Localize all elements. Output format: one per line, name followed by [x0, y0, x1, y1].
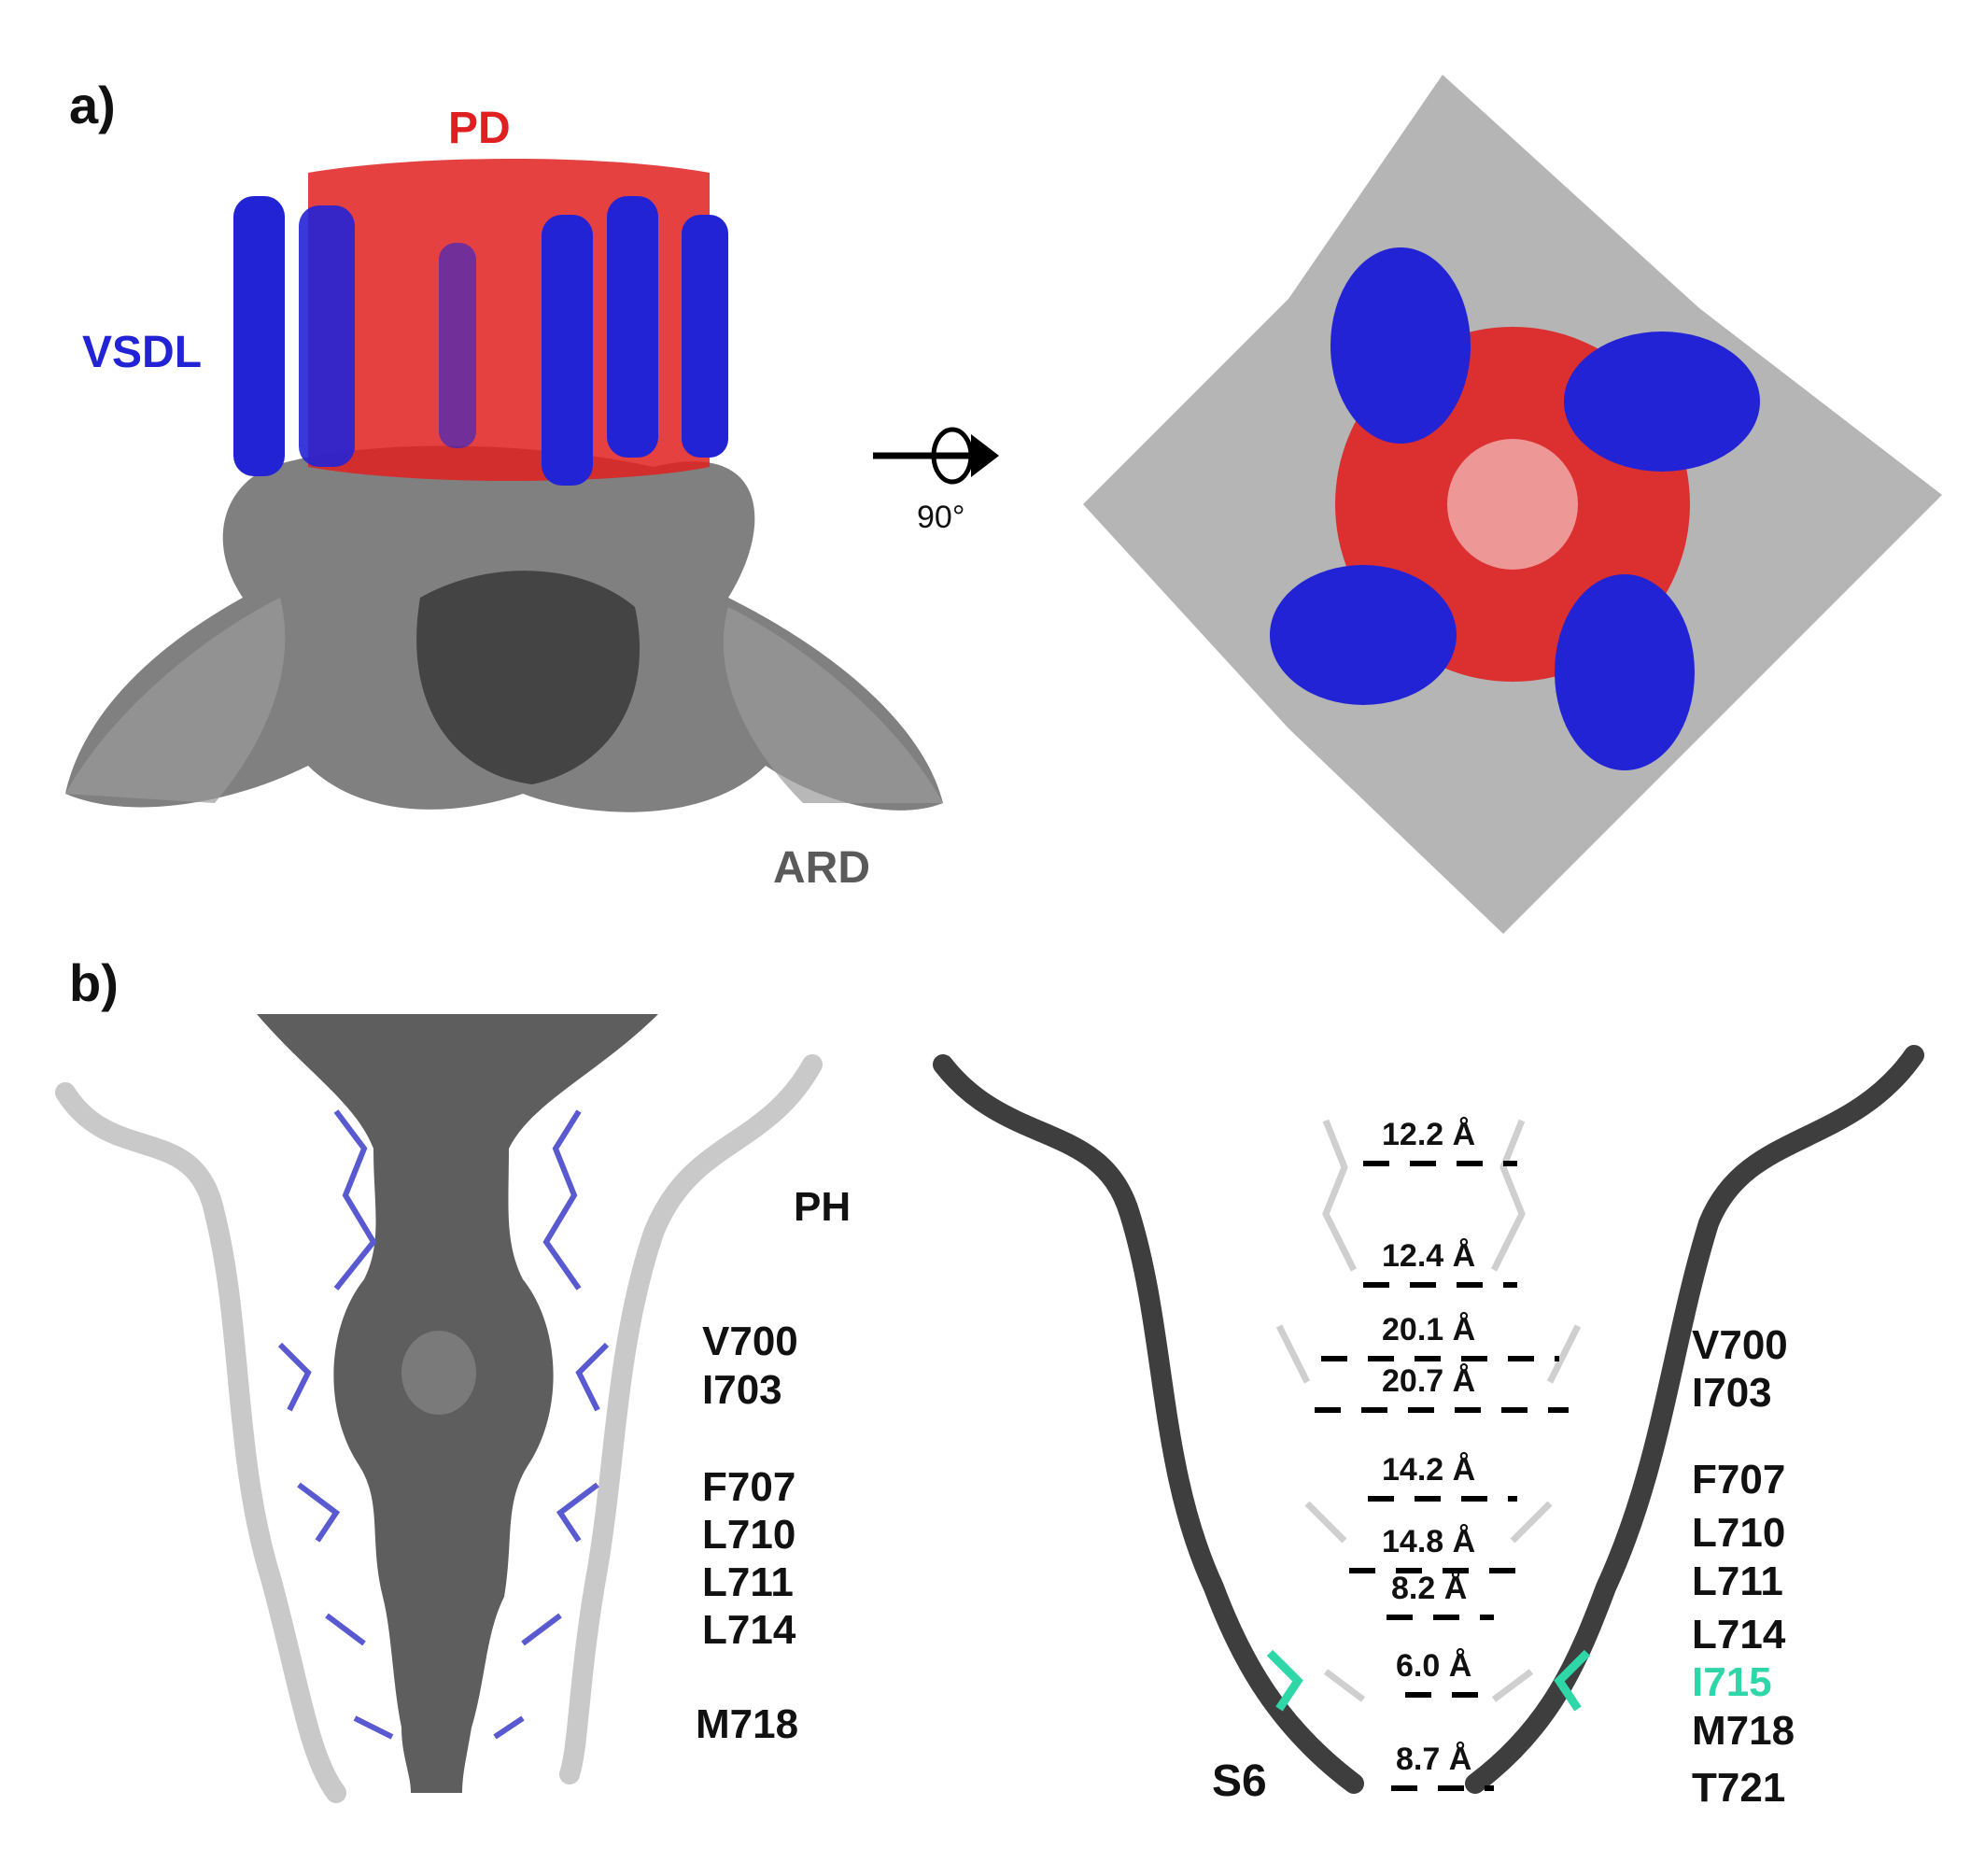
helix-left [55, 1082, 346, 1803]
distance-label: 12.4 Å [1382, 1238, 1476, 1274]
residue-label: V700 [702, 1319, 798, 1364]
s6-helix-left [933, 1054, 1364, 1794]
residue-label: M718 [1692, 1708, 1795, 1754]
residue-label: PH [794, 1184, 852, 1230]
ard-light-right [723, 607, 943, 803]
vsdl-top-view [1270, 247, 1760, 770]
residue-label: L711 [1692, 1559, 1783, 1604]
residue-sticks-right [493, 1109, 610, 1740]
rotation-arrow [873, 427, 999, 485]
residue-label: I703 [702, 1367, 782, 1413]
vsdl-label: VSDL [82, 328, 203, 377]
distance-lines [1315, 1161, 1569, 1791]
residue-label-highlight: I715 [1692, 1659, 1772, 1705]
residue-label: L714 [702, 1607, 796, 1653]
distance-label: 8.2 Å [1391, 1571, 1468, 1606]
panel-a-label: a) [69, 76, 116, 134]
residue-label: L710 [1692, 1510, 1786, 1556]
rotation-label: 90° [917, 500, 965, 535]
distance-label: 14.2 Å [1382, 1452, 1476, 1488]
vsdl-domain [233, 196, 728, 486]
channel-top-view [1083, 75, 1942, 934]
distance-label: 6.0 Å [1396, 1648, 1472, 1684]
pore-surface-view [55, 1014, 823, 1803]
ard-dark-core [416, 571, 641, 784]
ard-light-left [65, 598, 286, 803]
pore-distance-view [933, 1045, 1924, 1794]
distance-label: 20.7 Å [1382, 1363, 1476, 1399]
distance-label: 20.1 Å [1382, 1312, 1476, 1347]
panel-b-label: b) [69, 953, 119, 1012]
residue-label: L711 [702, 1559, 794, 1605]
distance-label: 8.7 Å [1396, 1742, 1472, 1777]
residue-label: T721 [1692, 1765, 1786, 1811]
channel-side-view [65, 159, 943, 812]
ard-label: ARD [773, 843, 870, 893]
residue-sticks-left [277, 1109, 394, 1740]
i715-stick-left [1266, 1649, 1303, 1712]
residue-label: I703 [1692, 1370, 1772, 1416]
distance-label: 12.2 Å [1382, 1117, 1476, 1152]
residue-label: L714 [1692, 1612, 1786, 1657]
residue-label: V700 [1692, 1322, 1788, 1368]
residue-label: M718 [696, 1701, 799, 1747]
residue-label: L710 [702, 1512, 796, 1558]
residue-label: F707 [702, 1464, 796, 1510]
s6-label: S6 [1212, 1756, 1267, 1806]
i715-stick-right [1554, 1649, 1591, 1712]
stick-residues [1275, 1119, 1582, 1702]
helix-right [559, 1054, 823, 1784]
distance-label: 14.8 Å [1382, 1524, 1476, 1559]
residue-label: F707 [1692, 1457, 1786, 1502]
pd-label: PD [448, 104, 511, 153]
